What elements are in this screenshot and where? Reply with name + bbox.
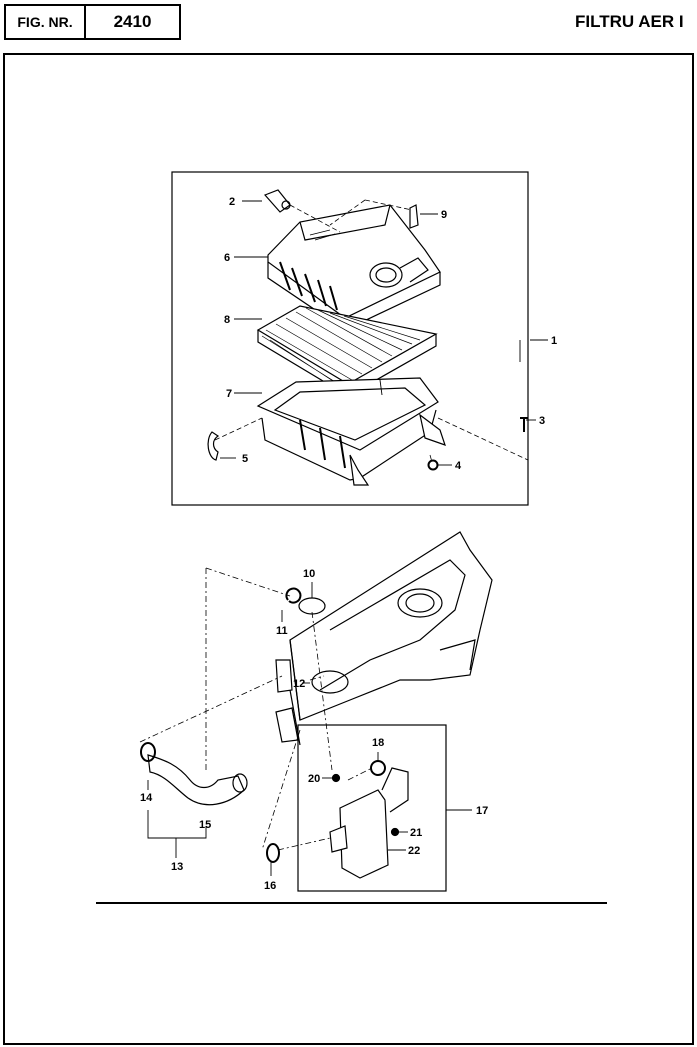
figure-number-box: FIG. NR. 2410 (4, 4, 181, 40)
figure-number-value: 2410 (113, 12, 152, 31)
hose-clamp-18-drawing (370, 760, 386, 776)
retaining-clip-drawing (409, 204, 419, 229)
callout-5: 5 (242, 453, 248, 465)
callout-labels: 1 2 3 4 5 6 7 8 9 10 11 12 13 14 15 16 1… (140, 196, 557, 892)
callout-16: 16 (264, 880, 276, 892)
nut-drawing (427, 459, 439, 471)
callout-12: 12 (293, 678, 305, 690)
filter-housing-drawing (256, 377, 446, 486)
callout-1: 1 (551, 335, 557, 347)
callout-22: 22 (408, 845, 420, 857)
hose-clamp-drawing (263, 189, 291, 213)
callout-21: 21 (410, 827, 422, 839)
intake-duct-drawing (140, 742, 248, 806)
callout-13: 13 (171, 861, 183, 873)
screw-20-drawing (331, 773, 341, 783)
screw-21-drawing (390, 827, 400, 837)
callout-14: 14 (140, 792, 153, 804)
callout-10: 10 (303, 568, 315, 580)
callout-20: 20 (308, 773, 320, 785)
callout-7: 7 (226, 388, 232, 400)
callout-2: 2 (229, 196, 235, 208)
drawing-frame (3, 53, 694, 1045)
callout-11: 11 (276, 625, 288, 637)
resonator-assembly-box (297, 724, 447, 892)
callout-18: 18 (372, 737, 384, 749)
spring-clip-drawing (207, 431, 220, 461)
callout-17: 17 (476, 805, 488, 817)
callout-6: 6 (224, 252, 230, 264)
callout-3: 3 (539, 415, 545, 427)
page-title: FILTRU AER I (575, 12, 684, 31)
vehicle-body-drawing (275, 531, 493, 746)
callout-4: 4 (455, 460, 462, 472)
callout-15: 15 (199, 819, 211, 831)
callout-8: 8 (224, 314, 230, 326)
callout-9: 9 (441, 209, 447, 221)
seal-16-drawing (266, 843, 280, 863)
resonator-drawing (329, 767, 409, 879)
figure-number-label: FIG. NR. (6, 6, 86, 38)
gasket-drawing (298, 597, 326, 615)
air-filter-assembly-box (171, 171, 529, 506)
bolt-drawing (520, 417, 528, 432)
